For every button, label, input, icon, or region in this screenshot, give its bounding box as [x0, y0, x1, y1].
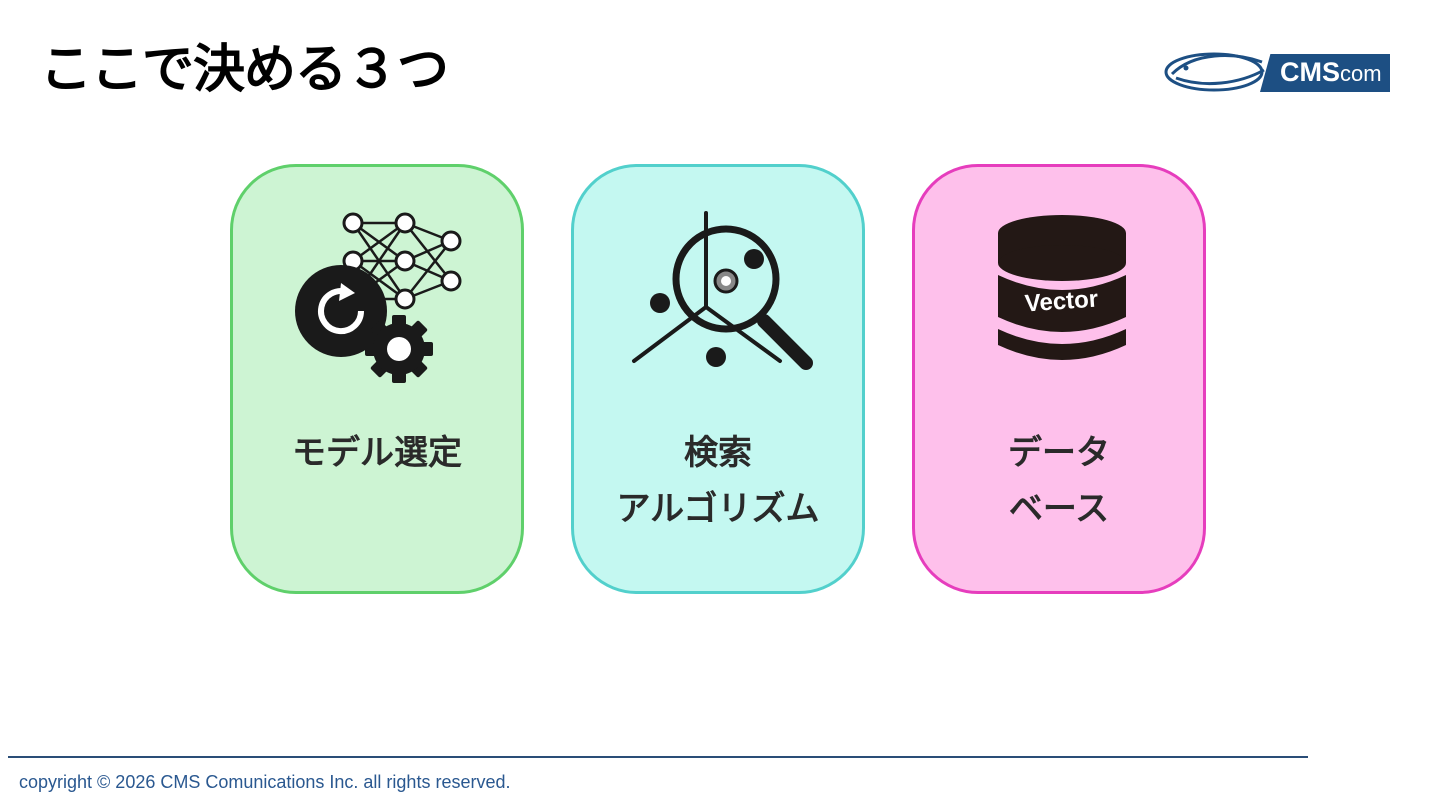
vector-database-icon: Vector	[998, 215, 1126, 360]
footer-divider	[8, 756, 1308, 758]
page-title: ここで決める３つ	[40, 40, 449, 100]
logo-text-main: CMS	[1280, 57, 1340, 87]
card-label-line-2: ベース	[1008, 489, 1110, 529]
card-label-line-2: アルゴリズム	[616, 489, 820, 529]
logo-text: CMScom	[1280, 56, 1382, 90]
logo-swoosh-icon	[1164, 52, 1265, 92]
footer-copyright: copyright © 2026 CMS Comunications Inc. …	[19, 772, 511, 792]
magnifier-vector-search-icon	[632, 211, 813, 370]
card-search-algorithm: 検索 アルゴリズム	[571, 164, 865, 594]
card-vector-database: Vector データ ベース	[912, 164, 1206, 594]
card-model-selection: モデル選定	[230, 164, 524, 594]
logo-box	[1260, 54, 1390, 92]
db-vector-text: Vector	[1024, 285, 1099, 317]
card-label-line-1: データ	[1008, 433, 1110, 473]
card-label-search-algorithm: 検索 アルゴリズム	[574, 425, 862, 537]
logo-text-sub: com	[1340, 61, 1382, 86]
neural-network-gear-icon	[295, 212, 462, 383]
card-label-model-selection: モデル選定	[233, 425, 521, 481]
card-label-line-1: 検索	[684, 433, 752, 473]
card-label-line: モデル選定	[292, 433, 462, 473]
cms-logo: CMScom	[1164, 48, 1390, 94]
card-label-database: データ ベース	[915, 425, 1203, 537]
